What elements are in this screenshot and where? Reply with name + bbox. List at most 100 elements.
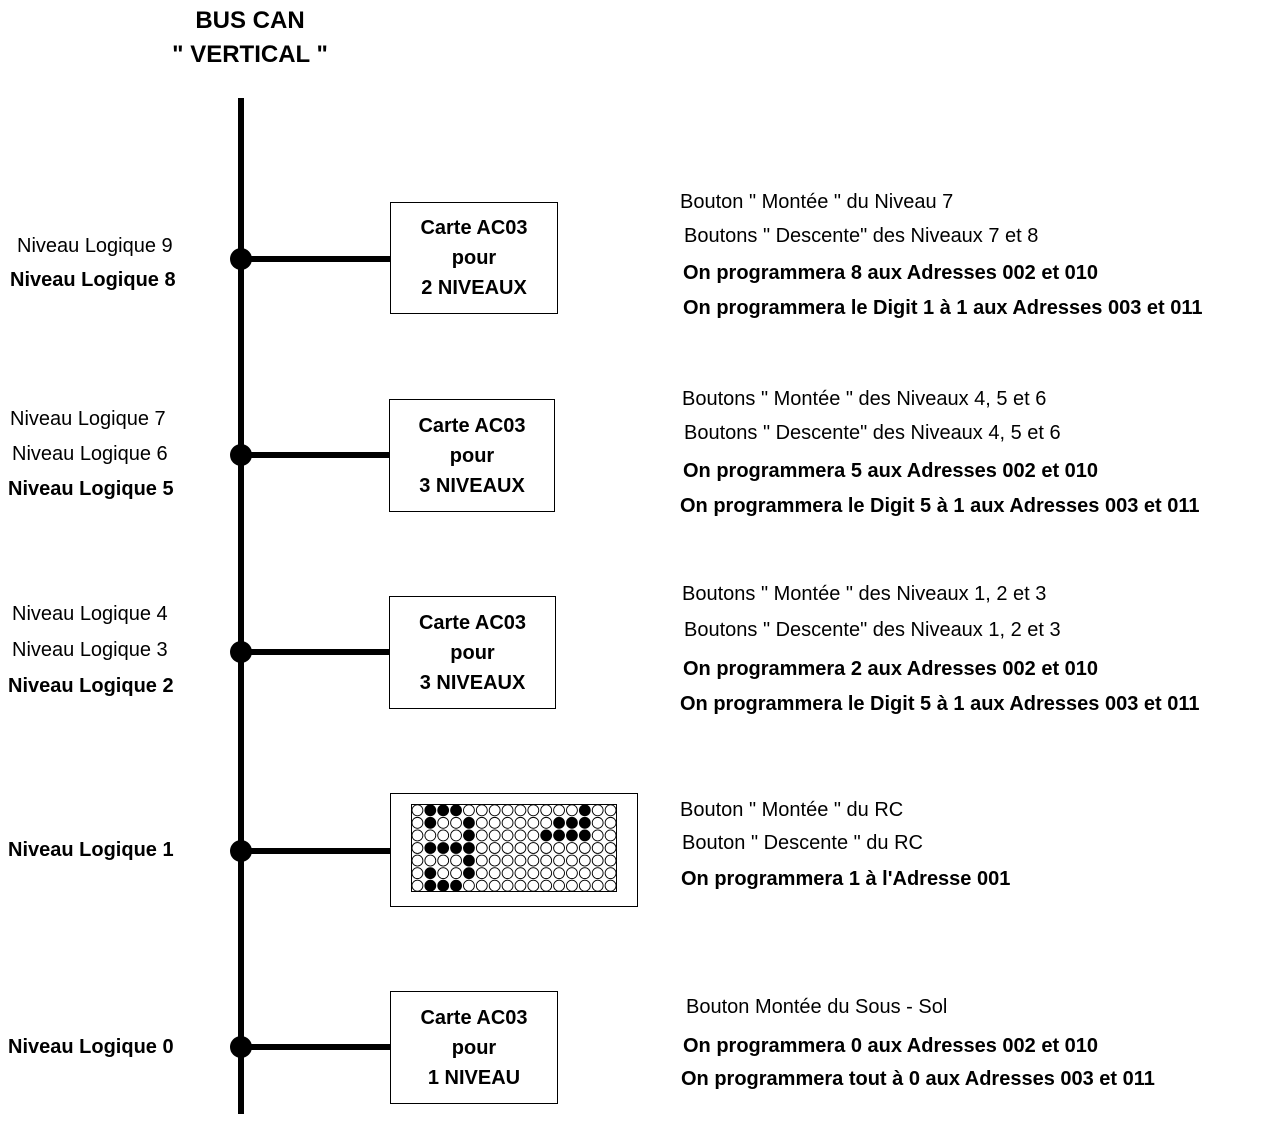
matrix-dot-off xyxy=(514,854,527,867)
matrix-dot-off xyxy=(488,879,501,892)
card-ac03-2-levels: Carte AC03 pour 2 NIVEAUX xyxy=(390,202,558,314)
matrix-dot-off xyxy=(411,829,424,842)
matrix-dot-off xyxy=(437,854,450,867)
level-label-0: Niveau Logique 0 xyxy=(8,1036,174,1058)
matrix-dot-off xyxy=(604,842,617,854)
matrix-dot-off xyxy=(527,867,540,880)
matrix-dot-off xyxy=(540,854,553,867)
matrix-dot-off xyxy=(450,867,462,880)
matrix-dot-on xyxy=(578,816,591,829)
matrix-dot-off xyxy=(566,804,578,817)
note-line: Bouton " Descente " du RC xyxy=(682,832,923,854)
matrix-dot-on xyxy=(566,816,578,829)
matrix-dot-off xyxy=(450,854,462,867)
matrix-dot-off xyxy=(540,879,553,892)
note-line: On programmera tout à 0 aux Adresses 003… xyxy=(681,1068,1155,1090)
matrix-dot-off xyxy=(604,854,617,867)
matrix-dot-off xyxy=(566,842,578,854)
level-label-4: Niveau Logique 4 xyxy=(12,603,168,625)
card-connector xyxy=(241,452,389,458)
card-levels: 3 NIVEAUX xyxy=(419,671,526,694)
matrix-dot-off xyxy=(514,842,527,854)
note-line: On programmera le Digit 5 à 1 aux Adress… xyxy=(680,495,1200,517)
card-ac03-3-levels-lower: Carte AC03 pour 3 NIVEAUX xyxy=(389,596,556,709)
matrix-dot-off xyxy=(591,854,604,867)
matrix-dot-on xyxy=(463,842,475,854)
matrix-frame xyxy=(411,804,617,892)
matrix-dot-off xyxy=(475,879,488,892)
matrix-dot-off xyxy=(553,842,565,854)
note-line: Boutons " Montée " des Niveaux 4, 5 et 6 xyxy=(682,388,1047,410)
matrix-dot-off xyxy=(501,854,514,867)
matrix-dot-off xyxy=(501,829,514,842)
matrix-dot-on xyxy=(424,804,437,817)
card-title: Carte AC03 xyxy=(418,611,527,634)
matrix-dot-off xyxy=(527,829,540,842)
card-pour: pour xyxy=(449,444,495,467)
matrix-dot-on xyxy=(566,829,578,842)
matrix-dot-off xyxy=(566,879,578,892)
matrix-dot-off xyxy=(540,842,553,854)
card-pour: pour xyxy=(450,641,495,664)
note-line: Boutons " Descente" des Niveaux 7 et 8 xyxy=(684,225,1039,247)
matrix-dot-off xyxy=(411,879,424,892)
matrix-dot-off xyxy=(411,804,424,817)
matrix-dot-off xyxy=(475,816,488,829)
matrix-dot-off xyxy=(527,816,540,829)
matrix-dot-on xyxy=(424,879,437,892)
matrix-dot-off xyxy=(514,867,527,880)
dot-matrix-grid xyxy=(411,804,617,892)
matrix-dot-off xyxy=(591,867,604,880)
matrix-dot-on xyxy=(553,816,565,829)
matrix-dot-off xyxy=(578,879,591,892)
note-line: Bouton " Montée " du Niveau 7 xyxy=(680,191,954,213)
matrix-dot-off xyxy=(437,829,450,842)
level-label-9: Niveau Logique 9 xyxy=(17,235,173,257)
matrix-dot-off xyxy=(604,879,617,892)
matrix-dot-off xyxy=(501,804,514,817)
note-line: On programmera 1 à l'Adresse 001 xyxy=(681,868,1011,890)
card-connector xyxy=(241,256,391,262)
matrix-dot-off xyxy=(604,829,617,842)
matrix-dot-off xyxy=(578,842,591,854)
matrix-dot-off xyxy=(501,879,514,892)
matrix-dot-off xyxy=(424,854,437,867)
matrix-dot-on xyxy=(424,867,437,880)
card-levels: 3 NIVEAUX xyxy=(419,474,525,497)
matrix-dot-off xyxy=(488,804,501,817)
matrix-dot-off xyxy=(411,867,424,880)
matrix-dot-off xyxy=(411,854,424,867)
card-ac03-3-levels-upper: Carte AC03 pour 3 NIVEAUX xyxy=(389,399,555,512)
matrix-dot-off xyxy=(540,816,553,829)
matrix-dot-off xyxy=(514,804,527,817)
matrix-dot-on xyxy=(424,842,437,854)
matrix-dot-off xyxy=(527,842,540,854)
level-label-5: Niveau Logique 5 xyxy=(8,478,174,500)
matrix-dot-off xyxy=(604,804,617,817)
matrix-dot-off xyxy=(514,829,527,842)
matrix-dot-off xyxy=(591,879,604,892)
note-line: On programmera 5 aux Adresses 002 et 010 xyxy=(683,460,1099,482)
note-line: Boutons " Montée " des Niveaux 1, 2 et 3 xyxy=(682,583,1047,605)
matrix-dot-off xyxy=(488,816,501,829)
note-line: On programmera 0 aux Adresses 002 et 010 xyxy=(683,1035,1099,1057)
level-label-3: Niveau Logique 3 xyxy=(12,639,168,661)
matrix-dot-off xyxy=(450,816,462,829)
matrix-dot-on xyxy=(540,829,553,842)
matrix-dot-on xyxy=(450,842,462,854)
matrix-dot-off xyxy=(437,867,450,880)
note-line: Bouton Montée du Sous - Sol xyxy=(686,996,948,1018)
matrix-dot-on xyxy=(450,879,462,892)
card-ac03-1-level: Carte AC03 pour 1 NIVEAU xyxy=(390,991,558,1104)
can-bus-line xyxy=(238,98,244,1114)
matrix-dot-off xyxy=(578,854,591,867)
matrix-dot-off xyxy=(488,829,501,842)
matrix-dot-off xyxy=(553,867,565,880)
matrix-dot-off xyxy=(578,867,591,880)
matrix-dot-off xyxy=(540,867,553,880)
matrix-dot-off xyxy=(463,804,475,817)
card-title: Carte AC03 xyxy=(420,1006,528,1029)
matrix-dot-off xyxy=(501,842,514,854)
note-line: Boutons " Descente" des Niveaux 1, 2 et … xyxy=(684,619,1061,641)
matrix-dot-off xyxy=(591,842,604,854)
